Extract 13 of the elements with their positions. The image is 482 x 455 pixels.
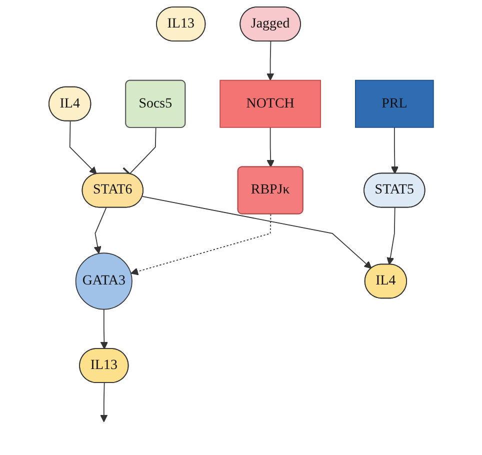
arrow: [386, 207, 396, 265]
arrow: [100, 308, 108, 350]
node-circle: GATA3: [75, 252, 132, 310]
arrow: [266, 41, 274, 81]
node-box: NOTCH: [219, 80, 321, 128]
arrow: [100, 382, 108, 422]
arrow: [266, 126, 274, 168]
arrow: [69, 120, 97, 174]
arrow: [94, 207, 106, 254]
arrow: [130, 214, 271, 276]
arrow: [390, 126, 398, 174]
arrow: [142, 196, 372, 269]
node-box: PRL: [354, 80, 434, 128]
